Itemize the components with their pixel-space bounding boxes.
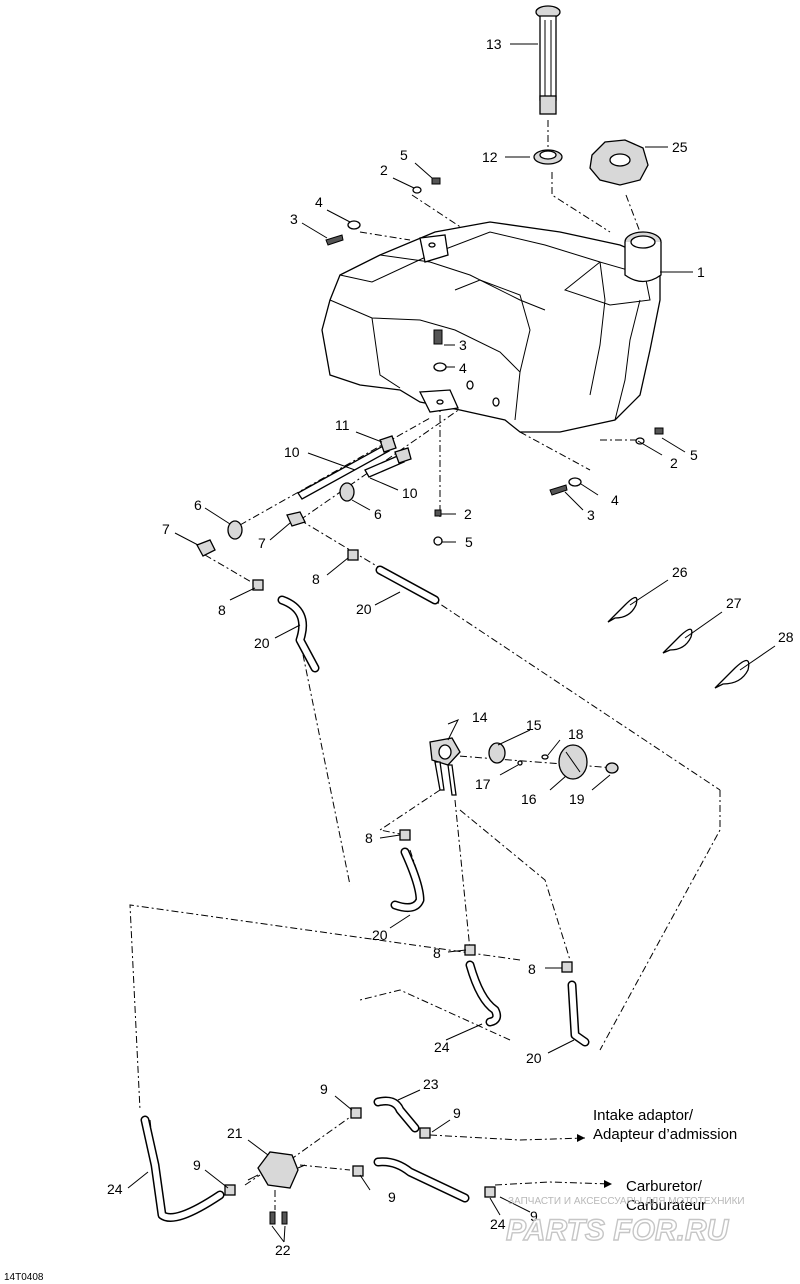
callout-8: 8 [312,571,320,587]
callout-28: 28 [778,629,794,645]
fuel-tank [321,221,662,433]
callout-10: 10 [402,485,418,501]
callout-17: 17 [475,776,491,792]
callout-21: 21 [227,1125,243,1141]
carburetor-label: Carburetor/ [626,1178,703,1195]
intake-adaptor-label: Intake adaptor/ [593,1107,694,1124]
carburetor-arrow-icon [604,1180,612,1188]
callout-8: 8 [528,961,536,977]
callout-24: 24 [434,1039,450,1055]
callout-14: 14 [472,709,488,725]
callout-6: 6 [374,506,382,522]
callout-23: 23 [423,1076,439,1092]
intake-adaptor-label-fr: Adapteur d’admission [593,1126,737,1143]
callout-9: 9 [453,1105,461,1121]
callout-26: 26 [672,564,688,580]
fuel-valve [429,737,619,796]
figure-code: 14T0408 [4,1272,44,1283]
callout-3: 3 [587,507,595,523]
callout-8: 8 [365,830,373,846]
callout-19: 19 [569,791,585,807]
callout-5: 5 [690,447,698,463]
callout-8: 8 [433,945,441,961]
callout-24: 24 [490,1216,506,1232]
alignment-lines [129,120,721,1211]
grommet [533,149,563,165]
callout-27: 27 [726,595,742,611]
callout-12: 12 [482,149,498,165]
callout-5: 5 [465,534,473,550]
leader-lines [127,43,776,1243]
watermark: ЗАПЧАСТИ И АКСЕССУАРЫ ДЛЯ МОТОТЕХНИКИ PA… [505,1196,745,1248]
callout-20: 20 [372,927,388,943]
intake-arrow-icon [577,1134,585,1142]
callout-8: 8 [218,602,226,618]
callout-25: 25 [672,139,688,155]
fuel-cap [589,139,649,186]
clamps [224,549,573,1198]
callout-20: 20 [526,1050,542,1066]
watermark-text: ЗАПЧАСТИ И АКСЕССУАРЫ ДЛЯ МОТОТЕХНИКИ [508,1196,745,1207]
callout-9: 9 [320,1081,328,1097]
watermark-logo: PARTS FOR.RU [506,1214,730,1247]
callout-7: 7 [162,521,170,537]
callout-22: 22 [275,1242,291,1258]
callout-5: 5 [400,147,408,163]
carburetor-label-fr: Carburateur [626,1197,706,1214]
fuel-pump [247,1151,306,1225]
callout-2: 2 [464,506,472,522]
fuel-gauge [535,5,561,115]
callout-3: 3 [459,337,467,353]
callout-15: 15 [526,717,542,733]
destination-notes: Intake adaptor/ Adapteur d’admission Car… [593,1107,737,1214]
callout-4: 4 [611,492,619,508]
callout-6: 6 [194,497,202,513]
hoses [140,565,590,1222]
callout-4: 4 [315,194,323,210]
callout-1: 1 [697,264,705,280]
callout-20: 20 [356,601,372,617]
callout-7: 7 [258,535,266,551]
callout-2: 2 [380,162,388,178]
fittings [196,435,412,557]
fasteners [325,177,664,546]
callout-2: 2 [670,455,678,471]
callout-10: 10 [284,444,300,460]
callout-16: 16 [521,791,537,807]
callout-9: 9 [388,1189,396,1205]
cable-ties [607,596,750,689]
callout-9: 9 [193,1157,201,1173]
callouts: 13 12 25 5 2 4 3 1 3 4 11 10 10 5 2 4 3 … [107,36,794,1258]
callout-24: 24 [107,1181,123,1197]
callout-20: 20 [254,635,270,651]
callout-11: 11 [335,417,350,433]
callout-4: 4 [459,360,467,376]
callout-9: 9 [530,1208,538,1224]
callout-13: 13 [486,36,502,52]
callout-3: 3 [290,211,298,227]
callout-18: 18 [568,726,584,742]
